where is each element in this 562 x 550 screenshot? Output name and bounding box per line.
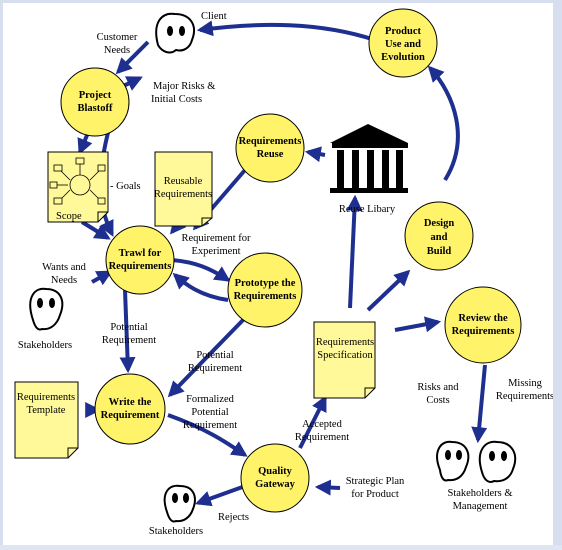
arrow-trawl-to-write [119,289,136,374]
customer-needs-label-2: Needs [104,45,130,56]
svg-text:Requirements: Requirements [452,326,515,337]
svg-text:Requirements: Requirements [17,392,75,403]
arrow-stakeholders-to-trawl [91,270,113,286]
svg-text:Requirements: Requirements [154,189,212,200]
bubble-review[interactable]: Review the Requirements [444,286,522,364]
stakeholders-mgmt-label-1: Stakeholders & [447,488,512,499]
missing-label-2: Requirements [496,391,554,402]
arrow-client-to-blastoff [115,40,150,75]
arrow-gateway-to-spec [298,395,327,449]
svg-text:Specification: Specification [317,350,373,361]
bubble-design-build[interactable]: Design and Build [404,201,474,271]
temple-icon [330,124,408,193]
svg-text:Template: Template [27,405,66,416]
svg-text:Requirements: Requirements [109,261,172,272]
svg-text:Build: Build [427,246,452,257]
svg-text:Use and: Use and [385,39,421,50]
svg-text:Reusable: Reusable [164,176,203,187]
risks-costs-label-2: Costs [426,395,449,406]
stakeholders-left-icon [29,287,64,331]
bubble-trawl[interactable]: Trawl for Requirements [105,225,175,295]
stakeholders-mgmt-label-2: Management [453,501,508,512]
svg-text:Project: Project [79,90,112,101]
client-label: Client [201,11,227,22]
svg-text:Requirements: Requirements [234,291,297,302]
reuse-library-label: Reuse Libary [339,204,396,215]
strategic-label-2: for Product [351,489,399,500]
document-requirements-template[interactable]: Requirements Template [14,381,79,459]
formalized-label-1: Formalized [186,394,235,405]
stakeholders-left-label: Stakeholders [18,340,72,351]
document-scope[interactable]: Scope [47,151,109,223]
rejects-label: Rejects [218,512,249,523]
svg-text:Design: Design [424,218,454,229]
document-requirements-spec[interactable]: Requirements Specification [313,321,376,399]
svg-text:Product: Product [385,26,421,37]
bubble-quality-gateway[interactable]: Quality Gateway [240,443,310,513]
arrow-library-to-reuse [304,146,326,163]
bubble-product-use[interactable]: Product Use and Evolution [368,8,438,78]
goals-label: - Goals [110,181,141,192]
svg-text:Requirements: Requirements [239,136,302,147]
arrow-trawl-to-prototype [171,258,231,282]
accepted-label-2: Requirement [295,432,349,443]
arrow-gateway-to-rejects [194,483,249,507]
svg-text:and: and [431,232,448,243]
arrow-product-to-client [196,20,376,42]
customer-needs-label-1: Customer [97,32,138,43]
potential-req2-label-1: Potential [196,350,233,361]
svg-text:Scope: Scope [56,211,82,222]
arrow-review-to-stakeholders [471,364,488,444]
strategic-label-1: Strategic Plan [346,476,405,487]
bubble-requirements-reuse[interactable]: Requirements Reuse [235,113,305,183]
svg-text:Blastoff: Blastoff [78,103,114,114]
arrow-spec-to-review [394,316,442,333]
bubble-write-requirement[interactable]: Write the Requirement [94,373,166,445]
arrow-design-to-product [427,65,460,182]
accepted-label-1: Accepted [302,419,342,430]
bubble-project-blastoff[interactable]: Project Blastoff [60,67,130,137]
stakeholders-bottom-label: Stakeholders [149,526,203,537]
arrow-scope-to-trawl [80,220,111,240]
svg-text:Gateway: Gateway [255,479,295,490]
wants-needs-label-1: Wants and [42,262,87,273]
svg-text:Trawl for: Trawl for [119,248,162,259]
risks-costs-label-1: Risks and [417,382,459,393]
missing-label-1: Missing [508,378,543,389]
svg-text:Review the: Review the [458,313,508,324]
formalized-label-3: Requirement [183,420,237,431]
svg-text:Prototype the: Prototype the [235,278,296,289]
major-risks-label-2: Initial Costs [151,94,202,105]
arrow-strategic-to-gateway [314,479,341,496]
goals-network-icon [49,157,106,205]
arrow-spec-to-design [366,269,411,312]
arrow-prototype-to-trawl [172,272,229,302]
formalized-label-2: Potential [191,407,228,418]
svg-text:Evolution: Evolution [381,52,425,63]
document-reusable-requirements[interactable]: Reusable Requirements [154,151,213,227]
stakeholders-mgmt-icon [436,440,517,483]
stakeholders-bottom-icon [163,484,196,523]
major-risks-label-1: Major Risks & [153,81,215,92]
svg-text:Write the: Write the [109,397,152,408]
arrow-write-to-gateway [167,413,248,457]
req-experiment-label-2: Experiment [192,246,241,257]
arrow-spec-to-library [346,194,363,309]
svg-text:Requirements: Requirements [316,337,374,348]
wants-needs-label-2: Needs [51,275,77,286]
client-person-icon [155,12,195,54]
potential-req-label-2: Requirement [102,335,156,346]
arrow-prototype-to-write [167,316,247,398]
svg-text:Reuse: Reuse [257,149,284,160]
potential-req-label-1: Potential [110,322,147,333]
svg-text:Quality: Quality [258,466,293,477]
svg-text:Requirement: Requirement [101,410,160,421]
req-experiment-label-1: Requirement for [181,233,251,244]
potential-req2-label-2: Requirement [188,363,242,374]
bubble-prototype[interactable]: Prototype the Requirements [227,252,303,328]
